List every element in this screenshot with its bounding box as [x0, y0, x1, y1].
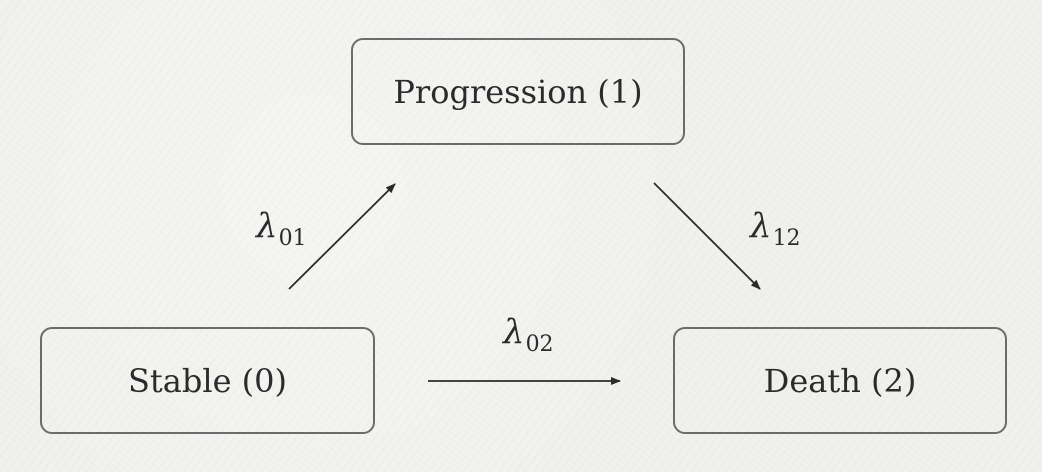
- rate-lambda-01: λ01: [256, 206, 307, 251]
- rate-lambda-02-symbol: λ: [503, 312, 525, 352]
- state-death: Death (2): [673, 327, 1007, 434]
- arrow-progression-to-death: [653, 182, 761, 290]
- state-death-label: Death (2): [763, 361, 917, 400]
- rate-lambda-02: λ02: [503, 312, 554, 357]
- state-progression: Progression (1): [351, 38, 685, 145]
- arrow-stable-to-progression: [288, 183, 396, 290]
- rate-lambda-12: λ12: [750, 206, 801, 251]
- state-progression-label: Progression (1): [393, 72, 643, 111]
- state-stable: Stable (0): [40, 327, 375, 434]
- rate-lambda-01-symbol: λ: [256, 206, 278, 246]
- rate-lambda-02-subscript: 02: [525, 332, 554, 357]
- state-stable-label: Stable (0): [127, 361, 287, 400]
- rate-lambda-01-subscript: 01: [278, 226, 307, 251]
- rate-lambda-12-subscript: 12: [772, 226, 801, 251]
- rate-lambda-12-symbol: λ: [750, 206, 772, 246]
